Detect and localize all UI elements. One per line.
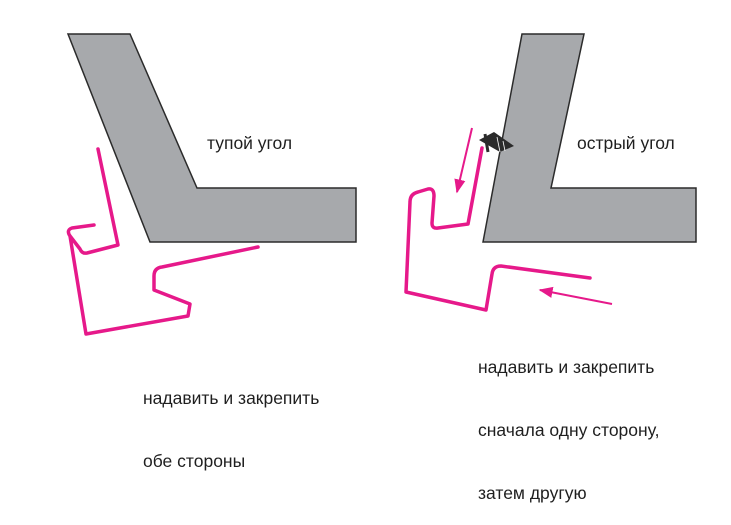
- label-acute-angle: острый угол: [577, 133, 675, 153]
- profile-right: [404, 146, 592, 312]
- profile-left-vertical: [66, 147, 260, 336]
- caption-left-line2: обе стороны: [143, 451, 246, 471]
- wall-obtuse-angle: [66, 33, 357, 243]
- arrow-down-icon: [454, 127, 473, 194]
- caption-right-line1: надавить и закрепить: [478, 357, 655, 377]
- caption-right-line2: сначала одну сторону,: [478, 420, 660, 440]
- screw-icon: [479, 132, 514, 153]
- arrow-left-icon: [538, 286, 613, 305]
- caption-right-line3: затем другую: [478, 483, 587, 503]
- diagram: [66, 33, 697, 336]
- label-obtuse-angle: тупой угол: [207, 133, 293, 153]
- caption-right: надавить и закрепить сначала одну сторон…: [478, 315, 660, 525]
- caption-left-line1: надавить и закрепить: [143, 388, 320, 408]
- caption-left: надавить и закрепить обе стороны: [143, 346, 319, 493]
- wall-acute-angle: [482, 33, 697, 243]
